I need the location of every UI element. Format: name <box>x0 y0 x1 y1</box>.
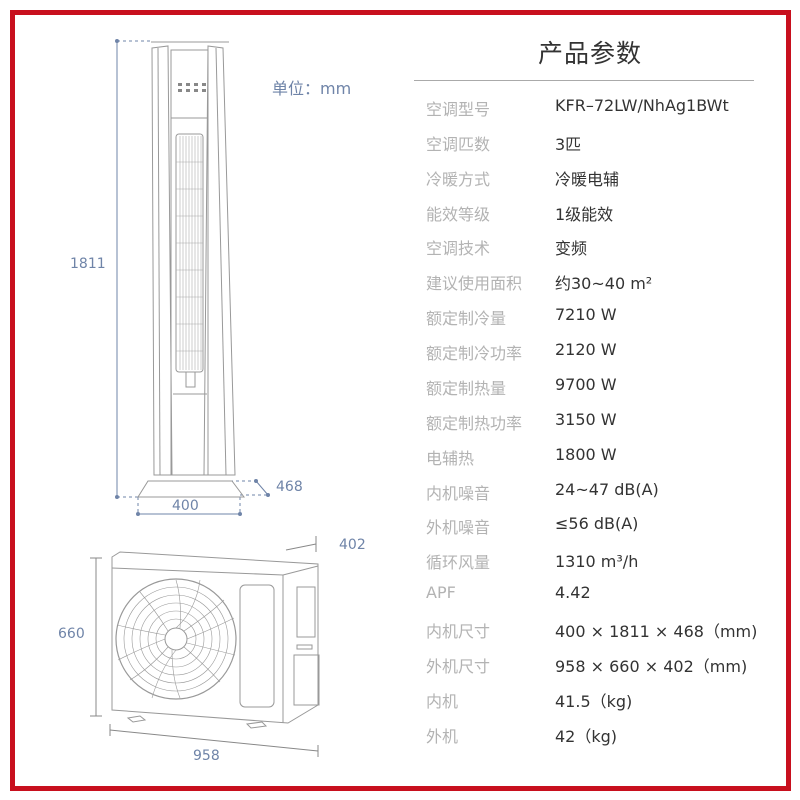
spec-value: 变频 <box>555 239 588 258</box>
spec-row: 冷暖方式 冷暖电辅 <box>0 166 800 196</box>
outdoor-depth-label: 402 <box>339 537 366 553</box>
spec-row: 额定制热功率 3150 W <box>0 410 800 440</box>
control-panel-buttons <box>178 83 206 92</box>
spec-value: 1级能效 <box>555 205 614 224</box>
indoor-dimension-lines <box>116 40 269 515</box>
unit-label: 单位：mm <box>272 79 352 98</box>
spec-row: 外机 42（kg) <box>0 723 800 753</box>
spec-value: 9700 W <box>555 375 617 394</box>
spec-label: 内机尺寸 <box>426 622 491 641</box>
spec-label: 能效等级 <box>426 205 491 224</box>
page-title: 产品参数 <box>538 39 643 68</box>
outdoor-width-label: 958 <box>193 748 220 764</box>
spec-label: 内机噪音 <box>426 484 491 503</box>
spec-label: 空调型号 <box>426 100 491 119</box>
outdoor-dimension-lines <box>90 536 319 757</box>
indoor-height-label: 1811 <box>70 256 106 272</box>
title-divider <box>414 80 754 81</box>
spec-row: 内机 41.5（kg) <box>0 688 800 718</box>
spec-value: 958 × 660 × 402（mm) <box>555 657 748 676</box>
spec-row: 空调型号 KFR–72LW/NhAg1BWt <box>0 96 800 126</box>
spec-label: 空调匹数 <box>426 135 491 154</box>
spec-label: 电辅热 <box>426 449 475 468</box>
spec-row: 额定制热量 9700 W <box>0 375 800 405</box>
spec-value: 3150 W <box>555 410 617 429</box>
spec-row: 内机噪音 24~47 dB(A) <box>0 480 800 510</box>
spec-value: 4.42 <box>555 583 591 602</box>
spec-row: 电辅热 1800 W <box>0 445 800 475</box>
spec-row: 建议使用面积 约30~40 m² <box>0 270 800 300</box>
spec-value: 2120 W <box>555 340 617 359</box>
spec-label: 额定制热量 <box>426 379 507 398</box>
spec-row: 循环风量 1310 m³/h <box>0 549 800 579</box>
spec-value: 3匹 <box>555 135 582 154</box>
spec-label: 循环风量 <box>426 553 491 572</box>
spec-label: 额定制冷量 <box>426 309 507 328</box>
outdoor-fan-grille <box>115 578 237 700</box>
spec-row: 额定制冷功率 2120 W <box>0 340 800 370</box>
outdoor-unit-drawing <box>111 551 320 729</box>
page-frame <box>10 10 791 791</box>
spec-value: 1800 W <box>555 445 617 464</box>
spec-label: 外机 <box>426 727 459 746</box>
spec-label: 建议使用面积 <box>426 274 523 293</box>
spec-row: 空调匹数 3匹 <box>0 131 800 161</box>
spec-row: APF 4.42 <box>0 583 800 613</box>
spec-label: 内机 <box>426 692 459 711</box>
spec-label: 冷暖方式 <box>426 170 491 189</box>
spec-value: 冷暖电辅 <box>555 170 620 189</box>
spec-value: 42（kg) <box>555 727 618 746</box>
spec-value: 7210 W <box>555 305 617 324</box>
spec-value: 约30~40 m² <box>555 274 653 293</box>
spec-value: KFR–72LW/NhAg1BWt <box>555 96 729 115</box>
spec-row: 额定制冷量 7210 W <box>0 305 800 335</box>
spec-value: ≤56 dB(A) <box>555 514 639 533</box>
spec-label: 空调技术 <box>426 239 491 258</box>
outdoor-height-label: 660 <box>58 626 85 642</box>
dimension-dots <box>115 39 270 516</box>
spec-label: APF <box>426 583 456 602</box>
spec-row: 空调技术 变频 <box>0 235 800 265</box>
indoor-width-label: 400 <box>172 498 199 514</box>
spec-value: 1310 m³/h <box>555 552 639 571</box>
spec-row: 外机尺寸 958 × 660 × 402（mm) <box>0 653 800 683</box>
spec-row: 外机噪音 ≤56 dB(A) <box>0 514 800 544</box>
spec-value: 400 × 1811 × 468（mm) <box>555 622 758 641</box>
spec-value: 24~47 dB(A) <box>555 480 659 499</box>
indoor-unit-drawing <box>137 41 245 498</box>
spec-value: 41.5（kg) <box>555 692 633 711</box>
spec-row: 能效等级 1级能效 <box>0 201 800 231</box>
spec-label: 额定制热功率 <box>426 414 523 433</box>
indoor-depth-label: 468 <box>276 479 303 495</box>
spec-label: 外机噪音 <box>426 518 491 537</box>
spec-row: 内机尺寸 400 × 1811 × 468（mm) <box>0 618 800 648</box>
spec-label: 外机尺寸 <box>426 657 491 676</box>
spec-label: 额定制冷功率 <box>426 344 523 363</box>
indoor-grille <box>176 136 203 370</box>
